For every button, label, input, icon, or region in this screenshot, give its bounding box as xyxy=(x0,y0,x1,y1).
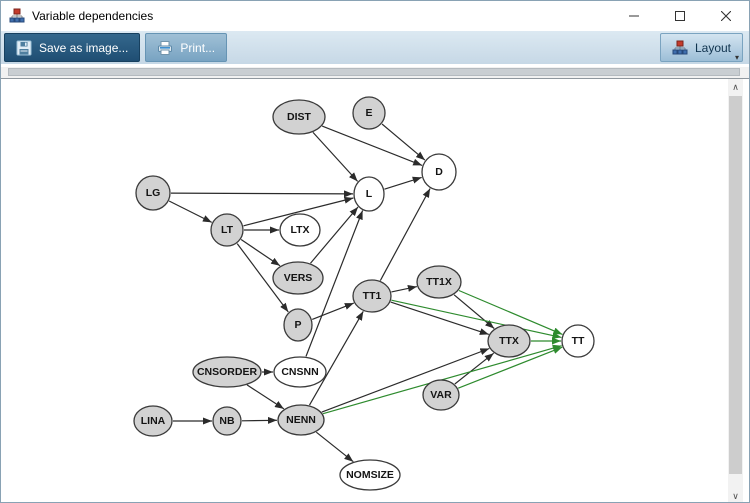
graph-edge-TT1-TT1X xyxy=(391,285,418,293)
save-as-image-label: Save as image... xyxy=(39,40,129,55)
graph-node-VAR[interactable]: VAR xyxy=(422,379,460,411)
graph-edge-DIST-D xyxy=(321,125,423,166)
graph-edge-NENN-TT1 xyxy=(308,311,364,406)
svg-text:E: E xyxy=(365,107,372,119)
minimize-icon xyxy=(629,15,639,17)
graph-node-E[interactable]: E xyxy=(352,96,386,130)
svg-text:NOMSIZE: NOMSIZE xyxy=(346,469,394,481)
svg-text:L: L xyxy=(366,188,373,200)
svg-text:NB: NB xyxy=(219,415,235,427)
graph-node-TT[interactable]: TT xyxy=(561,324,595,358)
graph-node-CNSNN[interactable]: CNSNN xyxy=(273,356,327,388)
window-controls xyxy=(611,1,749,31)
graph-edge-TT1-TTX xyxy=(390,301,489,335)
vertical-scrollbar[interactable]: ∧ ∨ xyxy=(728,79,743,502)
svg-text:VAR: VAR xyxy=(430,389,452,401)
graph-node-NOMSIZE[interactable]: NOMSIZE xyxy=(339,459,401,491)
graph-edge-VAR-TTX xyxy=(454,352,495,385)
graph-node-NB[interactable]: NB xyxy=(212,406,242,436)
graph-edge-CNSORDER-NENN xyxy=(246,384,285,410)
graph-edge-TT1-D xyxy=(379,188,431,281)
title-bar: Variable dependencies xyxy=(1,1,749,31)
graph-node-L[interactable]: L xyxy=(353,176,385,212)
svg-text:P: P xyxy=(294,319,301,331)
graph-node-P[interactable]: P xyxy=(283,308,313,342)
minimize-button[interactable] xyxy=(611,1,657,31)
scroll-down-icon: ∨ xyxy=(732,490,739,501)
dependency-graph: DIST E D LG L LT LTX VERS P TT1 TT1X TTX TT CNSORDER C… xyxy=(133,96,595,491)
toolbar: Save as image... Print... Layout ▾ xyxy=(1,31,749,64)
graph-node-TTX[interactable]: TTX xyxy=(487,324,531,358)
graph-edge-LG-LT xyxy=(168,200,213,223)
layout-button[interactable]: Layout ▾ xyxy=(659,33,743,62)
dependency-tree-icon xyxy=(9,8,25,23)
maximize-button[interactable] xyxy=(657,1,703,31)
graph-edge-NENN-TTX xyxy=(321,347,490,413)
layout-dropdown-arrow-icon: ▾ xyxy=(734,53,739,62)
layout-label: Layout xyxy=(694,40,731,55)
svg-text:NENN: NENN xyxy=(286,414,316,426)
floppy-disk-icon xyxy=(16,40,32,55)
svg-text:CNSORDER: CNSORDER xyxy=(197,366,258,378)
graph-edge-TT1X-TTX xyxy=(453,294,495,329)
graph-node-VERS[interactable]: VERS xyxy=(272,261,324,295)
graph-edge-L-D xyxy=(384,176,422,190)
print-label: Print... xyxy=(180,40,216,55)
graph-node-LTX[interactable]: LTX xyxy=(279,213,321,247)
graph-edge-E-D xyxy=(381,123,426,161)
svg-text:VERS: VERS xyxy=(284,272,313,284)
diagram-canvas[interactable]: DIST E D LG L LT LTX VERS P TT1 TT1X TTX TT CNSORDER C… xyxy=(1,79,749,502)
graph-edge-TT1X-TT xyxy=(458,289,563,335)
scroll-down-button[interactable]: ∨ xyxy=(728,488,743,502)
svg-text:LT: LT xyxy=(221,224,234,236)
graph-edge-LT-P xyxy=(236,243,289,313)
graph-edge-VAR-TT xyxy=(457,346,563,389)
svg-text:CNSNN: CNSNN xyxy=(281,366,318,378)
printer-icon xyxy=(158,40,173,55)
svg-text:TTX: TTX xyxy=(499,335,519,347)
svg-text:LINA: LINA xyxy=(141,415,166,427)
close-icon xyxy=(721,11,731,21)
graph-edge-NENN-NOMSIZE xyxy=(315,431,354,463)
graph-node-NENN[interactable]: NENN xyxy=(277,404,325,436)
svg-text:TT: TT xyxy=(572,335,585,347)
graph-edge-LT-VERS xyxy=(240,239,281,267)
svg-text:LG: LG xyxy=(146,187,161,199)
svg-text:LTX: LTX xyxy=(290,224,309,236)
svg-text:TT1: TT1 xyxy=(363,290,382,302)
graph-node-LG[interactable]: LG xyxy=(135,175,171,211)
graph-node-CNSORDER[interactable]: CNSORDER xyxy=(192,356,262,388)
svg-text:D: D xyxy=(435,166,443,178)
graph-edge-P-TT1 xyxy=(311,302,355,320)
svg-text:DIST: DIST xyxy=(287,111,312,123)
graph-edge-TT1-TT xyxy=(391,299,562,339)
graph-node-D[interactable]: D xyxy=(421,153,457,191)
maximize-icon xyxy=(675,11,685,21)
graph-edge-CNSNN-L xyxy=(305,210,364,357)
graph-node-TT1[interactable]: TT1 xyxy=(352,279,392,313)
graph-edge-VERS-L xyxy=(310,206,359,264)
window-title: Variable dependencies xyxy=(32,9,154,23)
save-as-image-button[interactable]: Save as image... xyxy=(4,33,141,62)
graph-node-DIST[interactable]: DIST xyxy=(272,99,326,135)
horizontal-scrollbar-thumb[interactable] xyxy=(8,68,740,76)
scroll-up-icon: ∧ xyxy=(732,81,739,92)
graph-node-LT[interactable]: LT xyxy=(210,213,244,247)
graph-edge-NB-NENN xyxy=(241,416,278,424)
scroll-up-button[interactable]: ∧ xyxy=(728,79,743,95)
layout-tree-icon xyxy=(672,40,688,54)
graph-edge-LG-L xyxy=(170,190,354,198)
graph-edge-LT-L xyxy=(243,196,354,227)
svg-text:TT1X: TT1X xyxy=(426,276,452,288)
print-button[interactable]: Print... xyxy=(145,33,228,62)
graph-node-TT1X[interactable]: TT1X xyxy=(416,265,462,299)
graph-edge-DIST-L xyxy=(312,131,359,182)
horizontal-scrollbar[interactable] xyxy=(1,67,749,79)
vertical-scrollbar-thumb[interactable] xyxy=(729,96,742,474)
graph-node-LINA[interactable]: LINA xyxy=(133,405,173,437)
close-button[interactable] xyxy=(703,1,749,31)
